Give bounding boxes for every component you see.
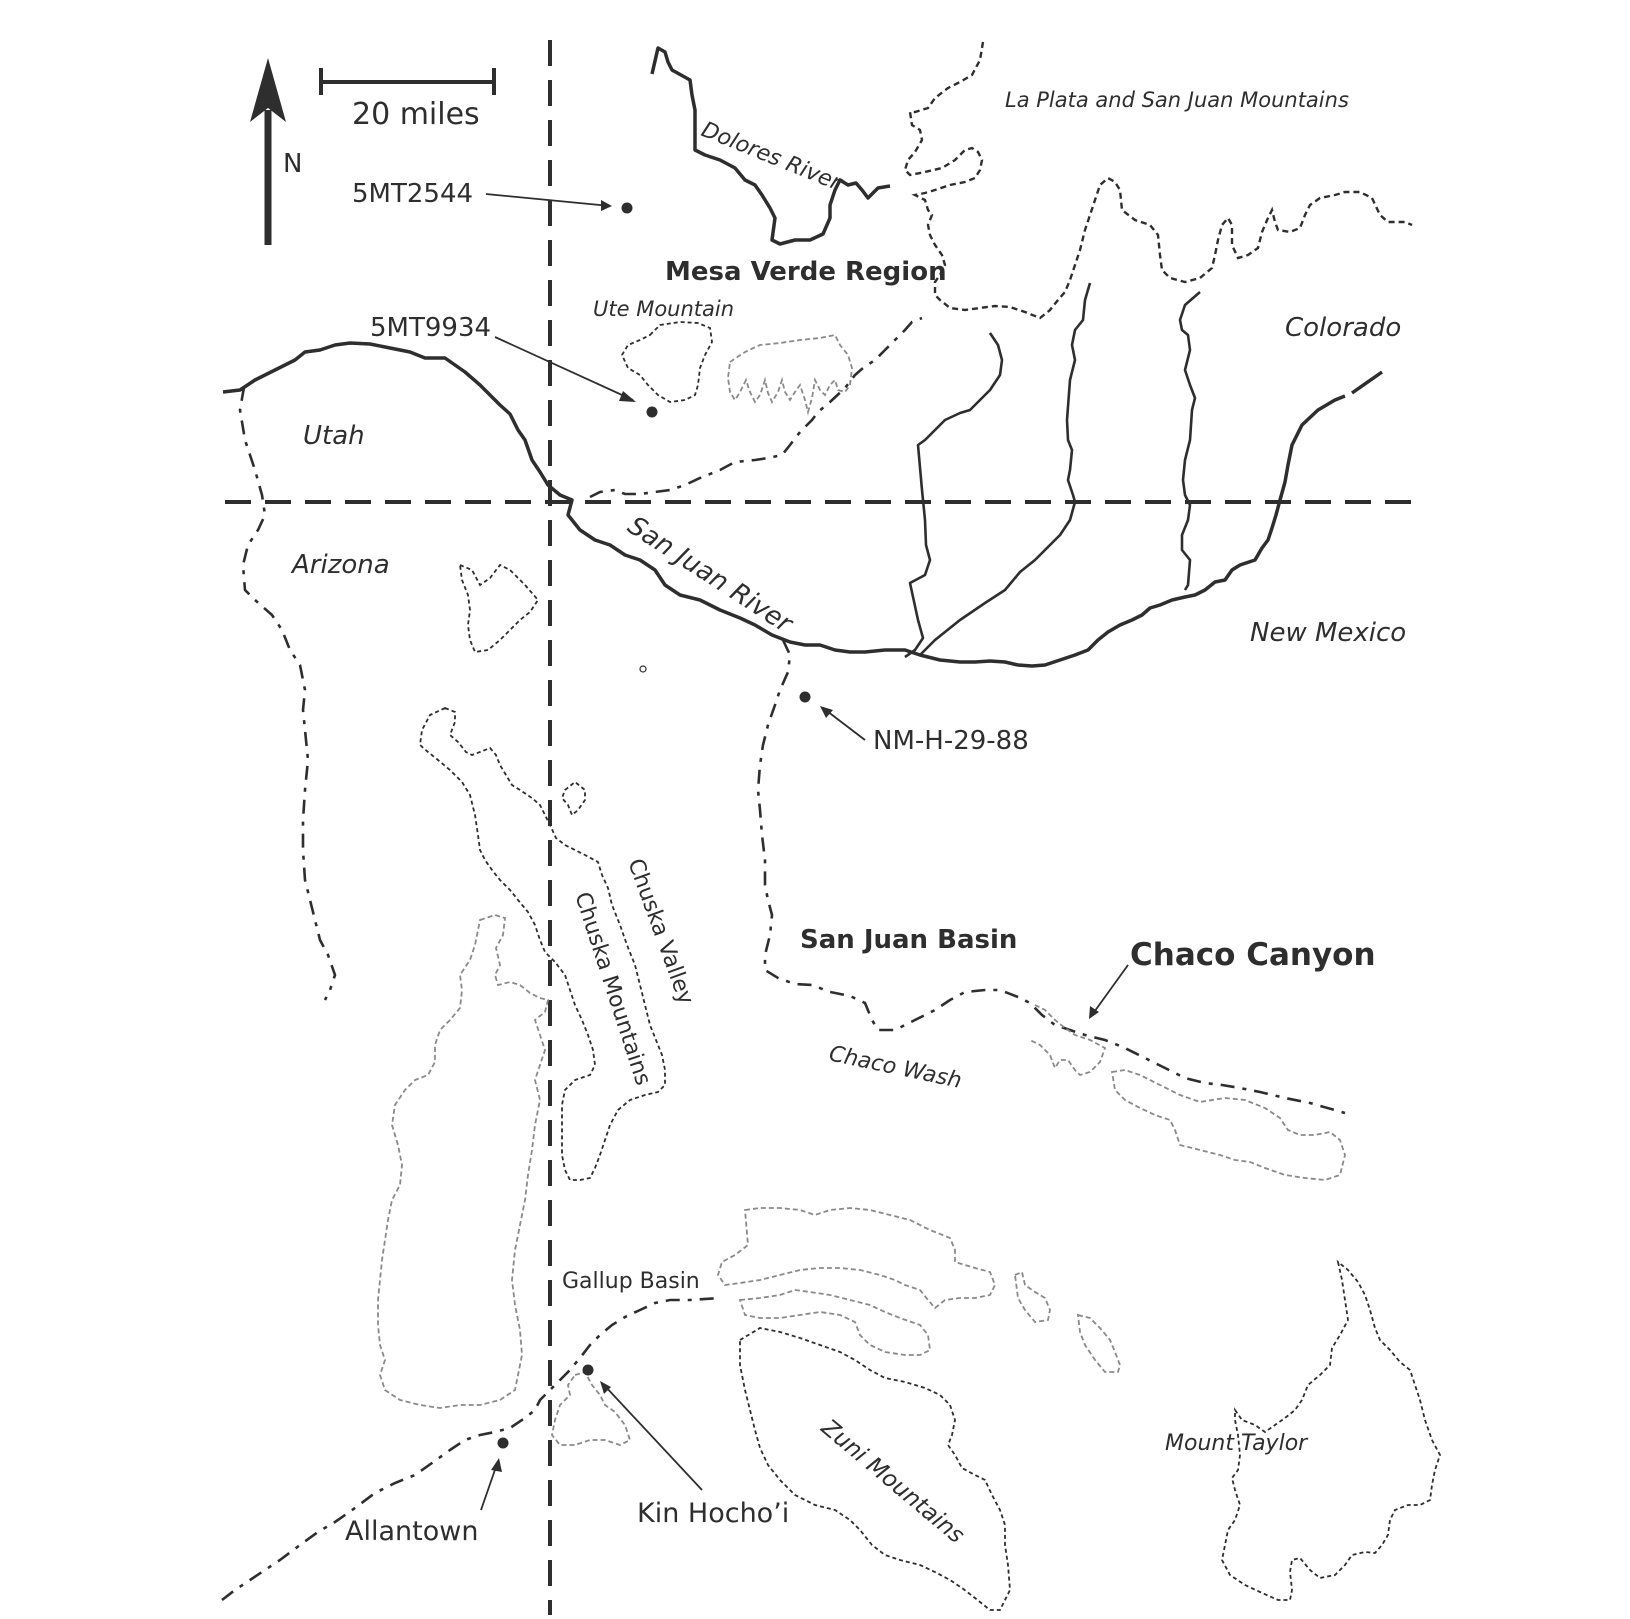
mount-taylor-outline — [1221, 1259, 1441, 1601]
puerco-drainage — [221, 1296, 721, 1602]
state-label-utah: Utah — [303, 421, 365, 451]
feature-label-la-plata: La Plata and San Juan Mountains — [1005, 88, 1349, 112]
la-plata-mountains-outline — [903, 41, 1413, 320]
site-marker-nm-h-29-88 — [799, 691, 811, 703]
small-mesa-east-1 — [1014, 1270, 1051, 1323]
mancos-drainage — [589, 316, 923, 499]
pointer-5mt9934 — [494, 336, 634, 401]
tributary-east — [1178, 291, 1201, 591]
scale-bar-label: 20 miles — [352, 97, 480, 132]
feature-label-mount-taylor: Mount Taylor — [1165, 1431, 1309, 1456]
gallup-mesa-south — [738, 1289, 931, 1356]
site-label-5mt9934: 5MT9934 — [370, 313, 491, 343]
feature-label-chuska-valley: Chuska Valley — [622, 856, 698, 1008]
region-label-mesa-verde: Mesa Verde Region — [665, 257, 947, 287]
scale-bar — [319, 68, 496, 95]
feature-label-ute-mountain: Ute Mountain — [593, 297, 734, 321]
small-mesa-outline — [458, 563, 540, 653]
pointer-kin-hochoi — [603, 1384, 703, 1491]
west-drainage — [238, 386, 337, 1001]
defiance-plateau-outline — [377, 914, 550, 1409]
pointer-chaco-canyon — [1091, 964, 1129, 1016]
site-label-5mt2544: 5MT2544 — [352, 179, 473, 209]
north-label: N — [283, 149, 302, 179]
site-marker-5mt2544 — [621, 202, 633, 214]
north-arrow-icon — [250, 58, 286, 245]
small-mesa-east-2 — [1076, 1313, 1121, 1373]
site-marker-allantown — [497, 1437, 509, 1449]
site-marker-kin-hochoi — [582, 1364, 594, 1376]
mesa-verde-outline — [727, 333, 853, 416]
site-label-nm-h-29-88: NM-H-29-88 — [873, 726, 1029, 756]
chaco-canyon-outline — [1029, 1004, 1107, 1077]
ute-mountain-outline — [620, 321, 713, 403]
chaco-wash — [756, 639, 1346, 1115]
feature-label-dolores-river: Dolores River — [698, 117, 846, 196]
chuska-mountains-outline — [419, 707, 666, 1181]
zuni-mountains-outline — [739, 1327, 1011, 1611]
region-label-san-juan-basin: San Juan Basin — [800, 925, 1017, 955]
san-juan-river — [222, 341, 1346, 668]
region-label-chaco-canyon: Chaco Canyon — [1130, 937, 1376, 973]
pointer-allantown — [480, 1463, 498, 1511]
dolores-river — [650, 46, 891, 246]
chuska-valley-outline — [560, 780, 586, 817]
kin-hochoi-mesa — [551, 1370, 632, 1446]
pointer-5mt2544 — [485, 193, 611, 207]
state-label-arizona: Arizona — [290, 550, 390, 580]
tributary-west — [904, 332, 1004, 659]
state-label-colorado: Colorado — [1285, 313, 1401, 343]
feature-label-san-juan-river: San Juan River — [622, 511, 799, 641]
site-marker-5mt9934 — [646, 406, 658, 418]
gallup-mesa-north — [717, 1207, 996, 1310]
feature-label-chaco-wash: Chaco Wash — [827, 1041, 964, 1093]
state-label-new-mexico: New Mexico — [1250, 618, 1406, 648]
chaco-plateau-outline — [1110, 1069, 1346, 1181]
site-label-allantown: Allantown — [345, 1516, 478, 1547]
feature-label-zuni-mountains: Zuni Mountains — [815, 1414, 969, 1549]
site-label-kin-hochoi: Kin Hocho’i — [637, 1498, 789, 1529]
region-label-gallup-basin: Gallup Basin — [562, 1269, 700, 1294]
tributary-middle — [919, 282, 1092, 656]
